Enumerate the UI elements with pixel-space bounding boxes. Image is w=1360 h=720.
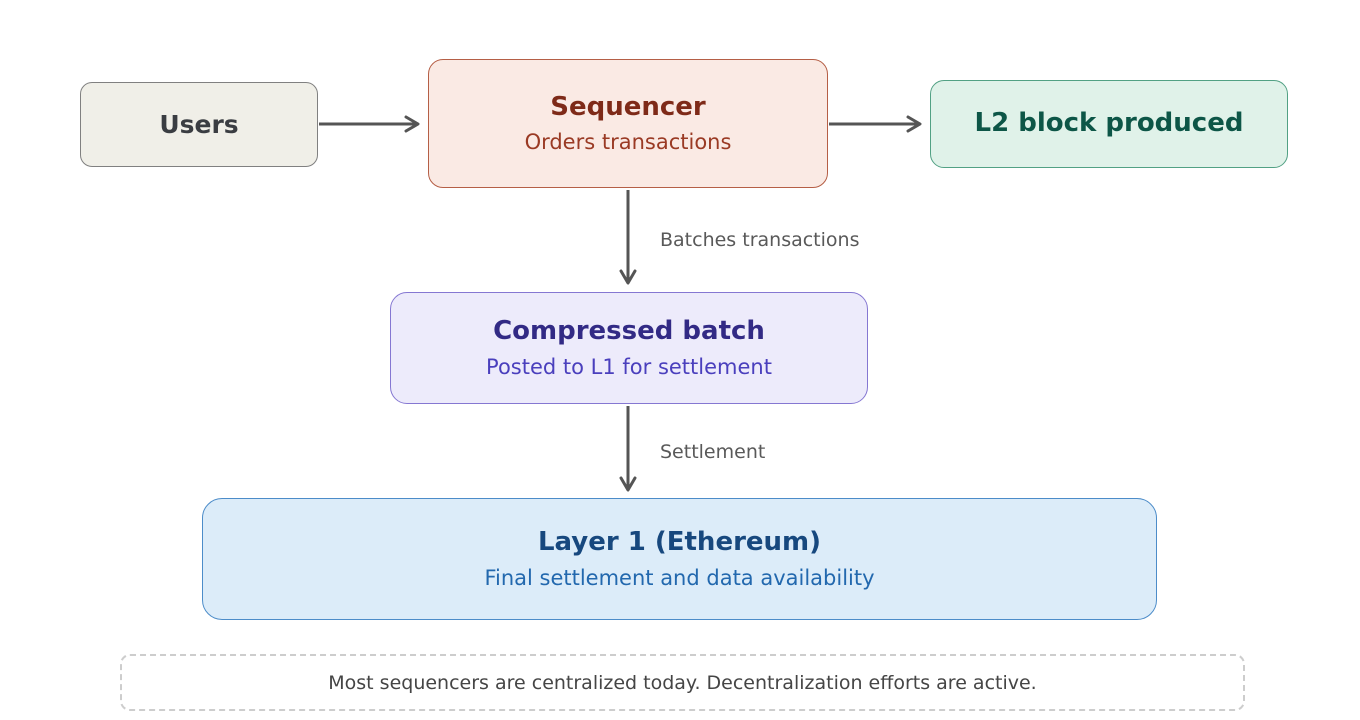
note-text: Most sequencers are centralized today. D… bbox=[328, 671, 1037, 694]
node-sequencer: Sequencer Orders transactions bbox=[428, 59, 828, 188]
node-l2-block-produced: L2 block produced bbox=[930, 80, 1288, 168]
node-layer1-ethereum: Layer 1 (Ethereum) Final settlement and … bbox=[202, 498, 1157, 620]
note-box: Most sequencers are centralized today. D… bbox=[120, 654, 1245, 711]
node-compressed-batch: Compressed batch Posted to L1 for settle… bbox=[390, 292, 868, 404]
node-l2-title: L2 block produced bbox=[974, 108, 1244, 139]
node-layer1-subtitle: Final settlement and data availability bbox=[484, 565, 875, 590]
node-compressed-batch-title: Compressed batch bbox=[493, 316, 765, 347]
node-layer1-title: Layer 1 (Ethereum) bbox=[537, 527, 822, 558]
node-sequencer-title: Sequencer bbox=[550, 91, 706, 122]
edge-label-batches-transactions: Batches transactions bbox=[660, 229, 860, 251]
edge-label-settlement: Settlement bbox=[660, 441, 766, 463]
node-sequencer-subtitle: Orders transactions bbox=[524, 130, 732, 154]
node-users: Users bbox=[80, 82, 318, 167]
node-compressed-batch-subtitle: Posted to L1 for settlement bbox=[486, 354, 772, 379]
node-users-title: Users bbox=[159, 109, 239, 139]
